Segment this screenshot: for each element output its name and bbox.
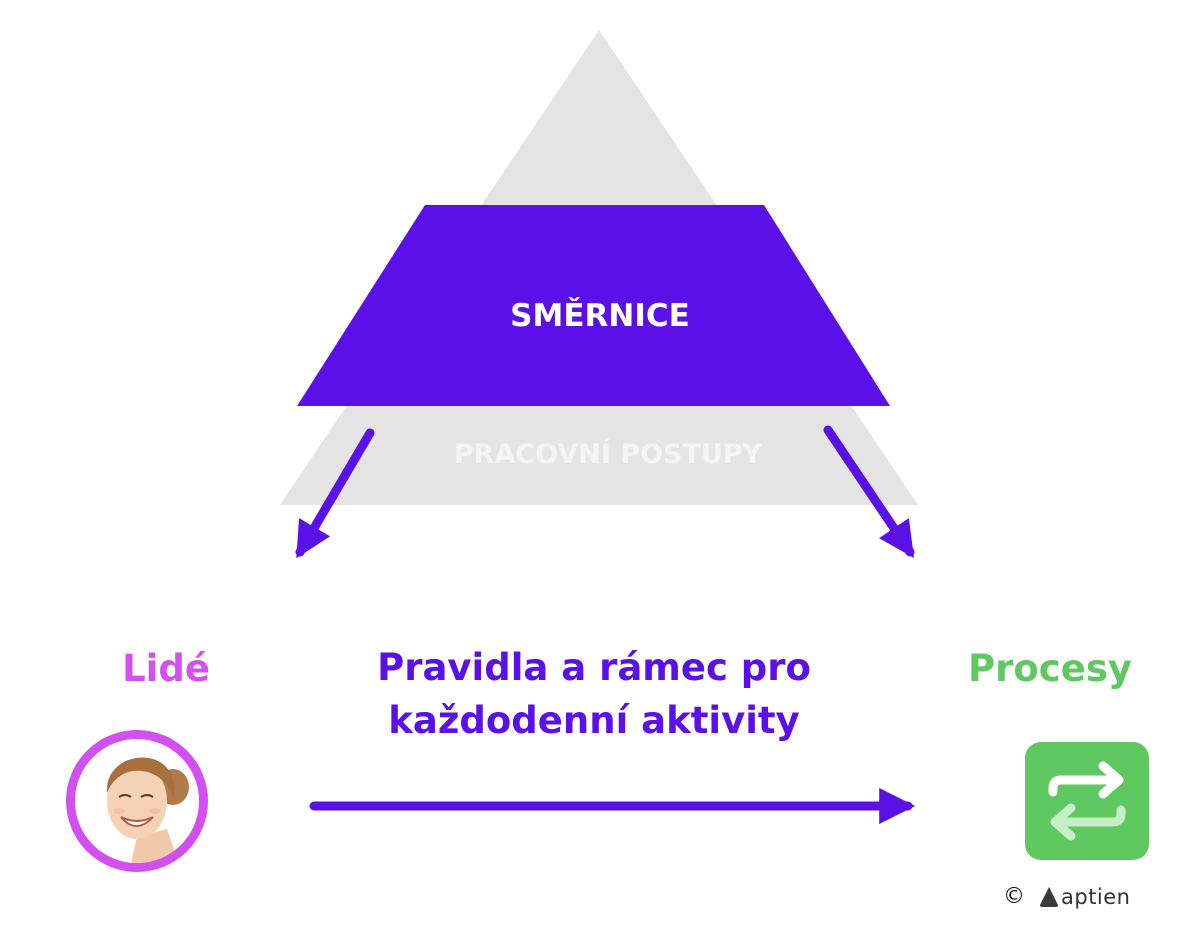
people-label: Lidé — [122, 647, 210, 690]
repeat-arrows-icon — [1025, 742, 1149, 860]
center-text-line-2: každodenní aktivity — [388, 699, 799, 742]
footer: © aptien — [1003, 880, 1131, 914]
aptien-logo-icon — [1040, 887, 1058, 907]
processes-label: Procesy — [968, 647, 1132, 690]
copyright-symbol: © — [1003, 884, 1025, 909]
brand-name: aptien — [1061, 885, 1131, 909]
pyramid-top-label: SMĚRNICE — [510, 298, 690, 334]
avatar — [66, 730, 208, 872]
arrow-to-processes — [823, 425, 915, 558]
pyramid-bottom-label: PRACOVNÍ POSTUPY — [454, 438, 763, 470]
arrow-to-people — [295, 428, 375, 559]
center-text-line-1: Pravidla a rámec pro — [377, 646, 811, 689]
pyramid-middle-tier — [297, 205, 890, 406]
person-photo — [75, 739, 199, 863]
brand[interactable]: aptien — [1039, 885, 1131, 909]
